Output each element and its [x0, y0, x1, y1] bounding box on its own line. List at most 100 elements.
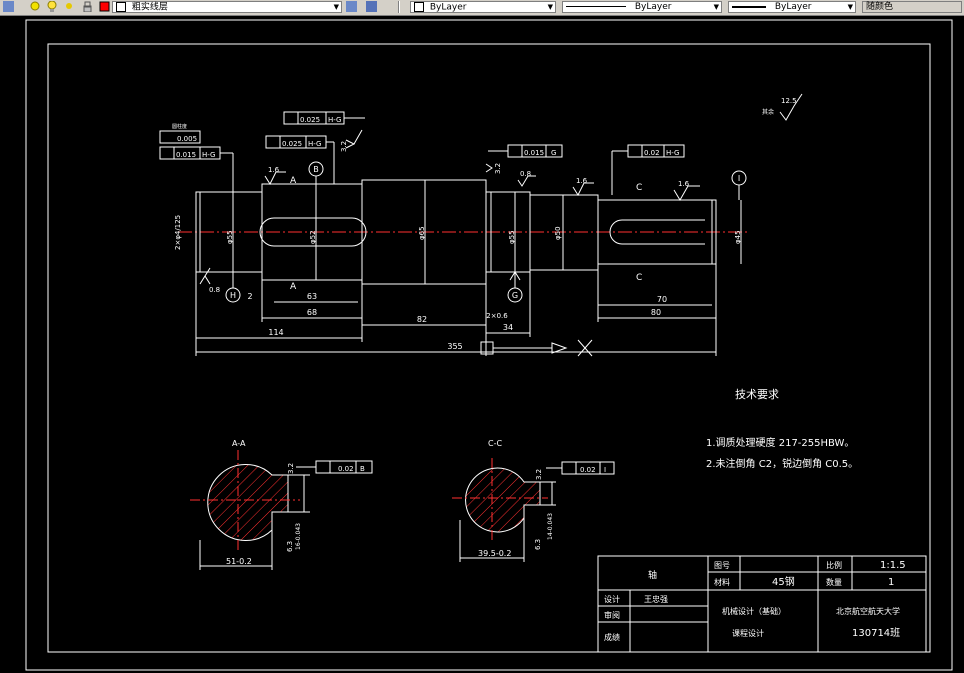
toolbar-separator: [398, 1, 400, 13]
tol-val-6: 0.02: [644, 149, 660, 157]
dim-68: 68: [307, 308, 317, 317]
make-current-layer-icon[interactable]: [346, 1, 357, 12]
section-mark-a1: A: [290, 176, 297, 186]
section-markers: A A C C: [290, 176, 642, 292]
tb-course-2: 课程设计: [732, 628, 764, 638]
section-aa: [190, 450, 373, 570]
tech-req-1: 1.调质处理硬度 217-255HBW。: [706, 436, 854, 449]
datum-b: B: [313, 165, 319, 174]
rough-32b: 3.2: [494, 163, 502, 174]
layer-combo[interactable]: 粗实线层 ▼: [112, 1, 342, 13]
tb-qty: 1: [888, 577, 894, 588]
datum-h: H: [230, 291, 236, 300]
section-mark-a2: A: [290, 282, 297, 292]
dim-114: 114: [268, 328, 283, 337]
datum-labels: B H G I: [230, 165, 740, 300]
roughness-labels: 1.6 1.6 1.6 0.8 0.8 3.2 3.2 12.5 其余: [209, 97, 797, 294]
rough-63b: 6.3: [534, 539, 542, 550]
rough-08a: 0.8: [520, 170, 531, 178]
dim-63: 63: [307, 292, 317, 301]
rough-16a: 1.6: [268, 166, 280, 174]
rough-other-label: 其余: [762, 108, 774, 116]
dia-label-55a: φ55: [226, 230, 234, 244]
tol-val-1: 0.005: [177, 135, 197, 143]
plotstyle-combo[interactable]: 随颜色: [862, 1, 962, 13]
diameter-labels: φ55 φ52 φ65 φ55 φ50 φ45 2×φ4/125: [174, 215, 742, 250]
chevron-down-icon[interactable]: ▼: [547, 3, 553, 11]
linetype-combo[interactable]: ByLayer ▼: [562, 1, 722, 13]
section-cc: [452, 458, 615, 562]
section-mark-c1: C: [636, 183, 642, 193]
tol-val-2: 0.015: [176, 151, 196, 159]
linetype-preview: [566, 6, 626, 7]
section-aa-tol-ref: B: [360, 465, 365, 473]
rough-32c: 3.2: [287, 463, 295, 474]
tol-ref-6: H-G: [666, 149, 679, 157]
tb-material: 45钢: [772, 575, 795, 588]
tol-val-4: 0.025: [282, 140, 302, 148]
rough-default: 12.5: [781, 97, 797, 105]
datum-g: G: [512, 291, 518, 300]
section-cc-title: C-C: [488, 439, 502, 448]
rough-32a: 3.2: [340, 141, 348, 152]
layer-manager-icon[interactable]: [3, 1, 14, 12]
section-aa-title: A-A: [232, 439, 246, 448]
sun-icon[interactable]: [64, 1, 75, 12]
dim-2: 2: [247, 292, 252, 301]
tb-drawing-no-label: 图号: [714, 561, 730, 570]
section-aa-labels: A-A 51-0.2 0.02 B 16-0.043 3.2 6.3: [226, 439, 365, 566]
layer-name: 粗实线层: [131, 2, 168, 13]
diameter-dimensions: [232, 180, 742, 284]
tb-scale: 1:1.5: [880, 560, 906, 571]
section-mark-c2: C: [636, 273, 642, 283]
lightbulb-icon[interactable]: [47, 0, 58, 12]
tb-review-label: 审阅: [604, 610, 620, 620]
lock-icon[interactable]: [82, 1, 93, 13]
color-combo[interactable]: ByLayer ▼: [410, 1, 556, 13]
datum-symbols: [225, 161, 747, 303]
tolerance-labels: 0.005 0.015 H-G 0.025 H-G 0.025 H-G 0.01…: [172, 116, 679, 159]
tech-requirements: 技术要求 1.调质处理硬度 217-255HBW。 2.未注倒角 C2，锐边倒角…: [706, 388, 858, 470]
title-block-text: 轴 图号 材料 45钢 比例 1:1.5 数量 1 设计 王忠强 审阅 成绩 机…: [604, 560, 906, 642]
dia-label-52: φ52: [309, 230, 317, 244]
chevron-down-icon[interactable]: ▼: [333, 3, 339, 11]
dim-70: 70: [657, 295, 667, 304]
chevron-down-icon[interactable]: ▼: [713, 3, 719, 11]
outer-frame: [25, 19, 953, 671]
tech-req-2: 2.未注倒角 C2，锐边倒角 C0.5。: [706, 457, 858, 470]
lineweight-value: ByLayer: [774, 2, 812, 12]
tb-part-name: 轴: [648, 569, 657, 581]
section-cc-labels: C-C 39.5-0.2 0.02 I 14-0.043 3.2 6.3: [478, 439, 606, 558]
tb-course-1: 机械设计（基础）: [722, 606, 786, 616]
dim-34: 34: [503, 323, 513, 332]
rough-16c: 1.6: [678, 180, 690, 188]
section-cc-key-tol: 14-0.043: [547, 513, 554, 540]
tol-val-3: 0.025: [300, 116, 320, 124]
tol-ref-2: H-G: [202, 151, 215, 159]
tol-ref-3: H-G: [328, 116, 341, 124]
color-swatch-icon[interactable]: [99, 1, 110, 12]
drawing-canvas[interactable]: φ55 φ52 φ65 φ55 φ50 φ45 2×φ4/125 114 82 …: [0, 16, 964, 673]
layer-previous-icon[interactable]: [366, 1, 377, 12]
tb-qty-label: 数量: [826, 577, 842, 587]
tb-material-label: 材料: [714, 577, 730, 587]
layer-state-icons[interactable]: [30, 1, 41, 12]
dia-label-55b: φ55: [508, 230, 516, 244]
tol-cyl-label: 圆柱度: [172, 123, 187, 130]
dim-355: 355: [447, 342, 462, 351]
lineweight-combo[interactable]: ByLayer ▼: [728, 1, 856, 13]
dim-80: 80: [651, 308, 661, 317]
dim-82: 82: [417, 315, 427, 324]
section-cc-tol-ref: I: [604, 466, 606, 474]
lineweight-preview: [732, 5, 766, 8]
section-aa-tol: 0.02: [338, 465, 354, 473]
rough-32d: 3.2: [535, 469, 543, 480]
section-cc-depth: 39.5-0.2: [478, 549, 511, 558]
section-aa-key-tol: 16-0.043: [295, 523, 302, 550]
section-aa-depth: 51-0.2: [226, 557, 252, 566]
chevron-down-icon[interactable]: ▼: [847, 3, 853, 11]
rough-08b: 0.8: [209, 286, 220, 294]
tol-ref-5: G: [551, 149, 556, 157]
title-block: [597, 555, 927, 653]
tb-scale-label: 比例: [826, 560, 842, 570]
